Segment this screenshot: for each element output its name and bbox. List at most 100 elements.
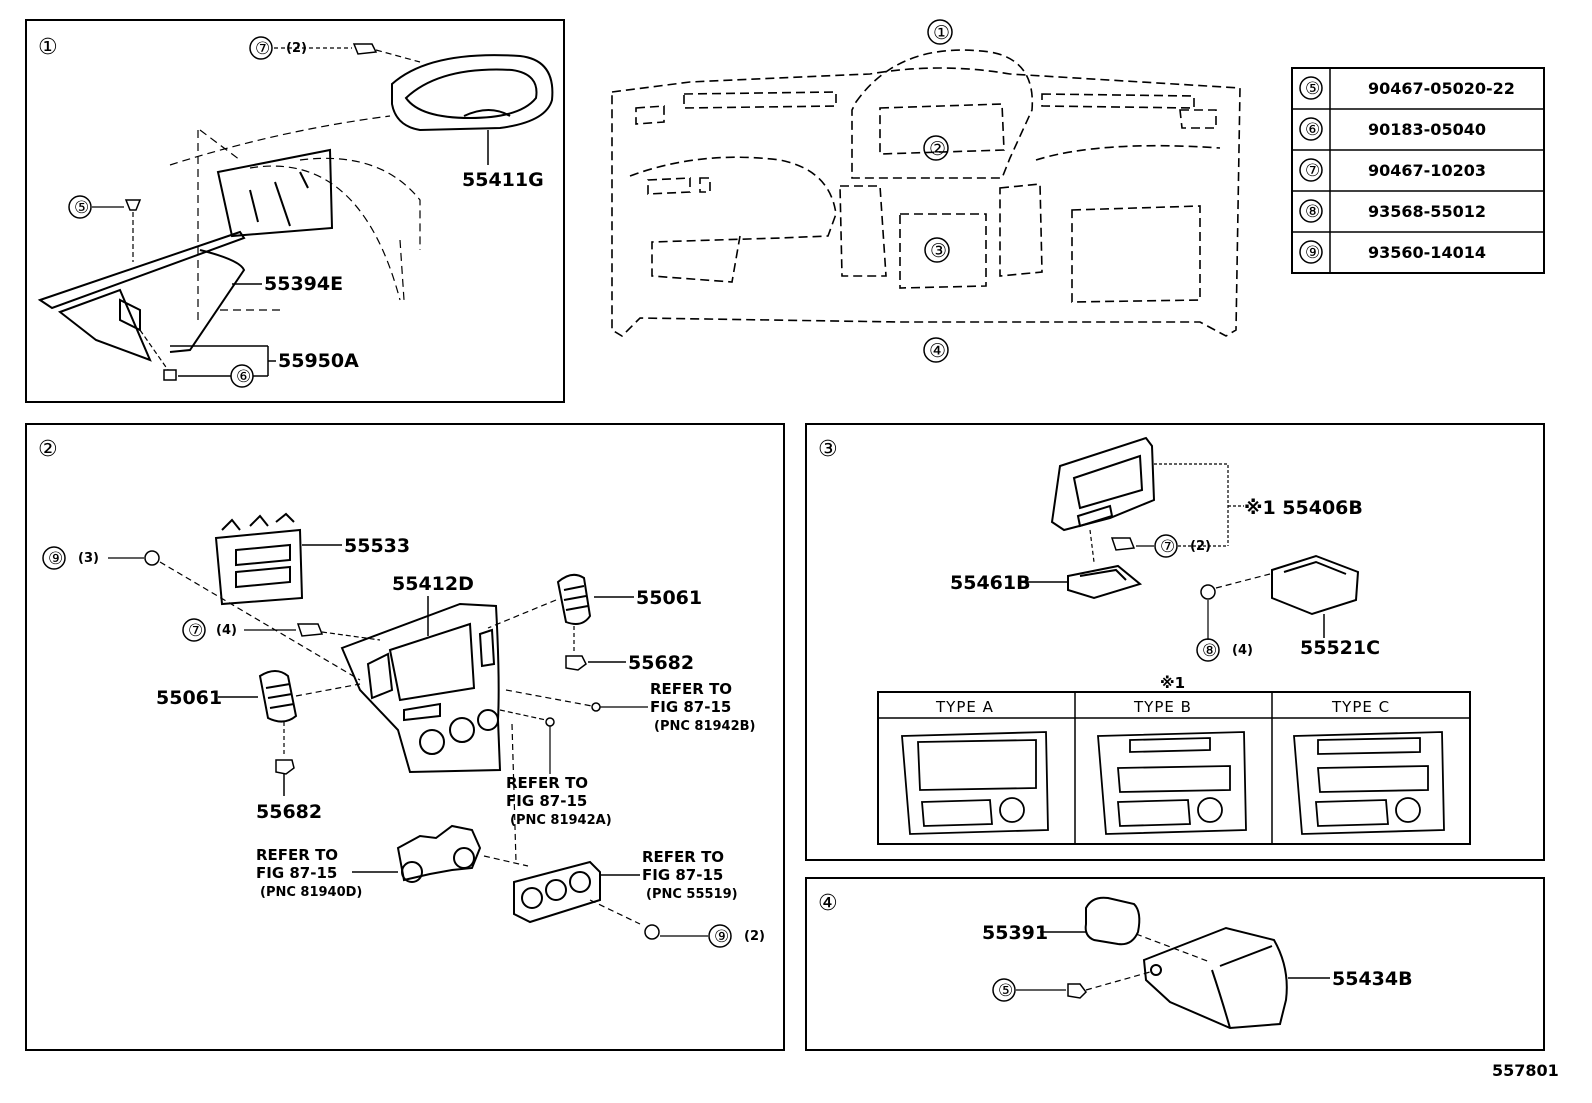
label-55411g: 55411G — [462, 169, 544, 191]
svg-text:⑦: ⑦ — [255, 39, 270, 59]
overview-dashboard: ① ② ③ ④ — [611, 19, 1241, 363]
svg-text:⑦: ⑦ — [1305, 161, 1320, 181]
callout-9 — [708, 924, 732, 948]
refer-81942a-line3: (PNC 81942A) — [510, 813, 612, 828]
table-row: ⑨ 93560-14014 — [1299, 240, 1486, 264]
tray-55461b — [1067, 564, 1143, 600]
table-row: ⑥ 90183-05040 — [1299, 117, 1486, 141]
svg-text:⑤: ⑤ — [74, 198, 89, 218]
screw-icon — [1067, 983, 1087, 999]
refer-81942b-line3: (PNC 81942B) — [654, 719, 756, 734]
refer-81942a-line2: FIG 87-15 — [506, 792, 587, 810]
table-row: ⑤ 90467-05020-22 — [1299, 76, 1515, 100]
clip-icon — [1110, 537, 1136, 551]
vent-55061-left — [258, 670, 298, 723]
svg-text:93568-55012: 93568-55012 — [1368, 202, 1486, 221]
cover-55391 — [1084, 896, 1141, 946]
callout-5 — [68, 195, 92, 219]
type-a-label: TYPE A — [935, 698, 994, 716]
refer-81942b-line2: FIG 87-15 — [650, 698, 731, 716]
type-c-label: TYPE C — [1331, 698, 1390, 716]
vent-bezel-55533 — [214, 512, 304, 606]
refer-55519-line1: REFER TO — [642, 848, 724, 866]
callout-8 — [1196, 638, 1220, 662]
callout-5 — [992, 978, 1016, 1002]
callout-7 — [182, 618, 206, 642]
refer-55519-line3: (PNC 55519) — [646, 887, 738, 902]
diagram-id: 557801 — [1492, 1061, 1559, 1080]
console-55434b — [1142, 926, 1288, 1030]
svg-text:93560-14014: 93560-14014 — [1368, 243, 1486, 262]
parts-table: ⑤ 90467-05020-22 ⑥ 90183-05040 ⑦ 90467-1… — [1291, 67, 1545, 274]
type-a-illustration — [901, 731, 1049, 835]
refer-81942b-line1: REFER TO — [650, 680, 732, 698]
label-55061-right: 55061 — [636, 587, 702, 609]
qty-8: (4) — [1232, 643, 1253, 658]
type-note: ※1 — [1160, 674, 1185, 692]
center-panel-55412d — [340, 602, 502, 774]
label-55406b: ※1 55406B — [1244, 497, 1363, 519]
vent-55061-right — [556, 573, 592, 625]
dashboard-outline — [169, 115, 421, 320]
screw-icon — [644, 924, 660, 940]
clip-icon — [352, 43, 378, 55]
panel-4: ④ 55391 55434B ⑤ — [805, 877, 1545, 1051]
control-panel-55519 — [513, 860, 601, 924]
label-55950a: 55950A — [278, 350, 359, 372]
qty-9-b: (2) — [744, 929, 765, 944]
svg-text:⑧: ⑧ — [1305, 202, 1320, 222]
callout-7 — [249, 36, 273, 60]
box-55521c — [1271, 554, 1360, 616]
label-55412d: 55412D — [392, 573, 474, 595]
svg-text:⑦: ⑦ — [1160, 537, 1175, 557]
bezel-55406b — [1050, 436, 1156, 532]
label-55461b: 55461B — [950, 572, 1031, 594]
label-55682-left: 55682 — [256, 801, 322, 823]
label-55533: 55533 — [344, 535, 410, 557]
panel-55394e — [216, 148, 334, 238]
nut-icon — [565, 655, 587, 671]
overview-callout-3: ③ — [930, 240, 947, 262]
refer-81940d-line2: FIG 87-15 — [256, 864, 337, 882]
nut-icon — [163, 369, 177, 381]
screw-icon — [1200, 584, 1216, 600]
svg-text:90467-05020-22: 90467-05020-22 — [1368, 79, 1515, 98]
svg-text:⑦: ⑦ — [188, 621, 203, 641]
svg-text:90467-10203: 90467-10203 — [1368, 161, 1486, 180]
svg-text:⑨: ⑨ — [1305, 243, 1320, 263]
svg-text:⑨: ⑨ — [714, 927, 729, 947]
label-55061-left: 55061 — [156, 687, 222, 709]
svg-text:⑤: ⑤ — [998, 981, 1013, 1001]
table-row: ⑧ 93568-55012 — [1299, 199, 1486, 223]
panel-4-tag: ④ — [818, 891, 838, 916]
panel-2-tag: ② — [38, 437, 58, 462]
type-b-illustration — [1097, 731, 1247, 835]
overview-callout-4: ④ — [929, 340, 946, 362]
svg-text:⑥: ⑥ — [236, 367, 251, 387]
screw-icon — [124, 199, 142, 211]
cluster-hood-55411g — [391, 54, 554, 132]
label-55682-right: 55682 — [628, 652, 694, 674]
screw-icon — [144, 550, 160, 566]
panel-3-tag: ③ — [818, 437, 838, 462]
panel-1: ① 55411G ⑦ (2) — [25, 19, 565, 403]
label-55391: 55391 — [982, 922, 1048, 944]
brace-55950a — [37, 230, 246, 362]
type-b-label: TYPE B — [1133, 698, 1192, 716]
refer-81940d-line1: REFER TO — [256, 846, 338, 864]
overview-callout-1: ① — [933, 22, 950, 44]
refer-81942a-line1: REFER TO — [506, 774, 588, 792]
svg-text:⑧: ⑧ — [1202, 641, 1217, 661]
table-row: ⑦ 90467-10203 — [1299, 158, 1486, 182]
qty-9: (3) — [78, 551, 99, 566]
overview-callout-2: ② — [929, 138, 946, 160]
refer-55519-line2: FIG 87-15 — [642, 866, 723, 884]
svg-text:⑤: ⑤ — [1305, 79, 1320, 99]
svg-text:⑨: ⑨ — [48, 549, 63, 569]
panel-1-tag: ① — [38, 35, 58, 60]
callout-9 — [42, 546, 66, 570]
svg-text:90183-05040: 90183-05040 — [1368, 120, 1486, 139]
panel-2: ② 55533 ⑨ (3) 55412D — [25, 423, 785, 1051]
qty-7: (4) — [216, 623, 237, 638]
